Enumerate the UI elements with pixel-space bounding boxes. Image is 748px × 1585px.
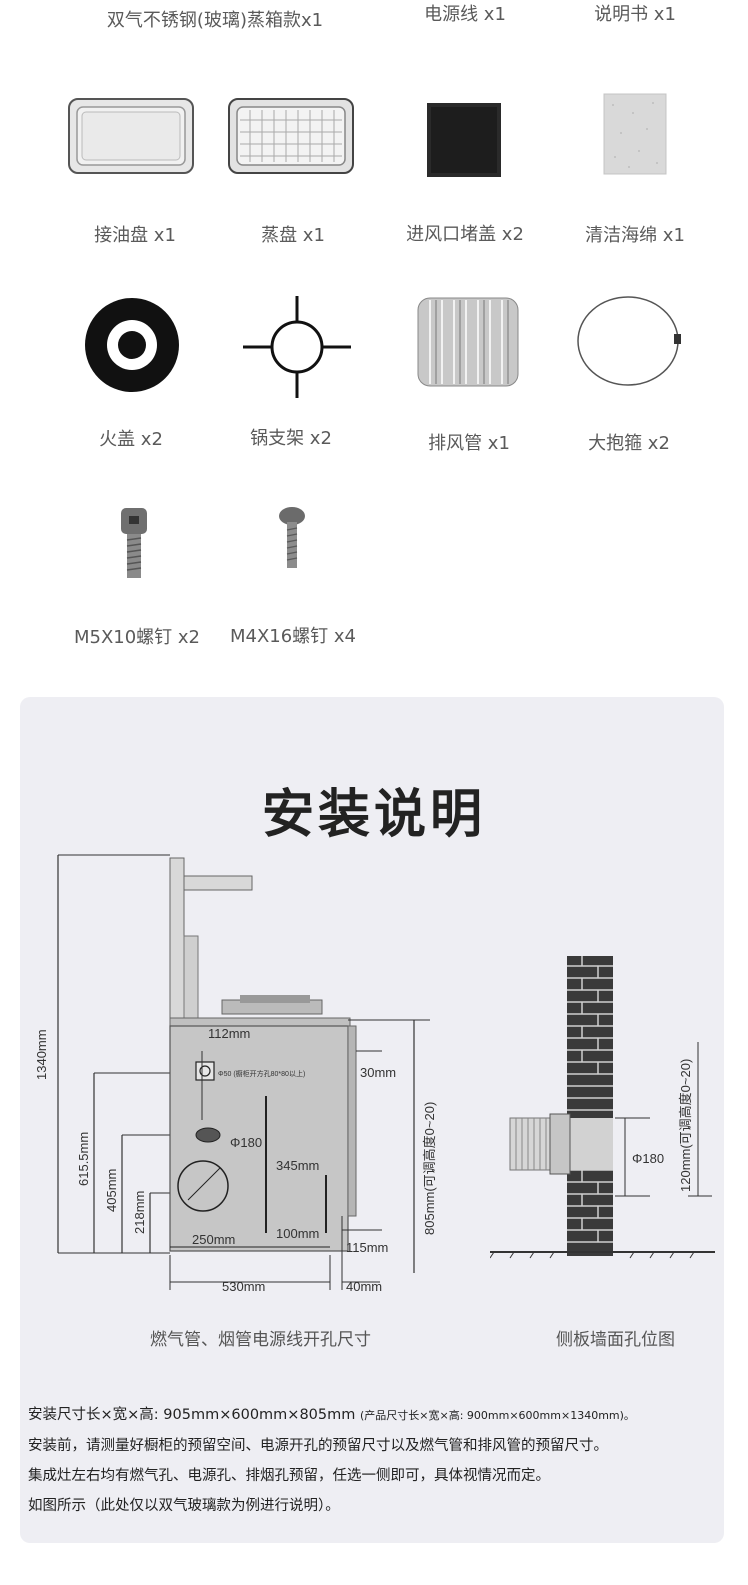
wall-hole-diagram: Φ180 120mm(可调高度0~20): [490, 956, 715, 1259]
dim-250: 250mm: [192, 1232, 235, 1247]
install-notes: 安装尺寸长×宽×高: 905mm×600mm×805mm (产品尺寸长×宽×高:…: [28, 1400, 728, 1521]
burner-cap-icon: [85, 298, 179, 392]
steam-tray-icon: [228, 98, 354, 174]
dim-805: 805mm(可调高度0~20): [422, 1102, 437, 1235]
stove-dimension-diagram: 1340mm 615.5mm 405mm 218mm 112mm 30mm Φ5…: [34, 854, 437, 1294]
pipe-clamp-icon: [577, 296, 681, 386]
dim-345: 345mm: [276, 1158, 319, 1173]
caption-right: 侧板墙面孔位图: [556, 1330, 675, 1350]
accessory-label-steamer: 双气不锈钢(玻璃)蒸箱款x1: [106, 10, 324, 31]
pot-support-icon: [243, 296, 351, 398]
accessory-label-m4-screw: M4X16螺钉 x4: [229, 626, 357, 647]
exhaust-pipe-icon: [417, 297, 519, 387]
oil-tray-icon: [68, 98, 194, 174]
dim-530: 530mm: [222, 1279, 265, 1294]
dim-40: 40mm: [346, 1279, 382, 1294]
note-line-4: 如图所示（此处仅以双气玻璃款为例进行说明）。: [28, 1498, 340, 1514]
accessory-label-steam-tray: 蒸盘 x1: [261, 225, 325, 246]
dim-218: 218mm: [132, 1191, 147, 1234]
note-line-1-small: (产品尺寸长×宽×高: 900mm×600mm×1340mm)。: [359, 1409, 635, 1422]
note-line-1: 安装尺寸长×宽×高: 905mm×600mm×805mm (产品尺寸长×宽×高:…: [28, 1400, 728, 1431]
caption-left: 燃气管、烟管电源线开孔尺寸: [150, 1330, 371, 1350]
note-line-3: 集成灶左右均有燃气孔、电源孔、排烟孔预留，任选一侧即可，具体视情况而定。: [28, 1468, 550, 1484]
accessory-label-m5-screw: M5X10螺钉 x2: [73, 627, 201, 648]
install-title: 安装说明: [261, 785, 486, 845]
m4-screw-icon: [279, 507, 305, 568]
accessory-label-power-cord: 电源线 x1: [424, 4, 506, 25]
accessory-label-exhaust-pipe: 排风管 x1: [428, 433, 510, 454]
accessory-label-inlet-cover: 进风口堵盖 x2: [406, 224, 524, 245]
accessory-label-pot-support: 锅支架 x2: [250, 428, 332, 449]
accessory-label-clamp: 大抱箍 x2: [588, 433, 670, 454]
cleaning-sponge-icon: [603, 93, 667, 175]
dim-30: 30mm: [360, 1065, 396, 1080]
dim-side-120: 120mm(可调高度0~20): [678, 1059, 693, 1192]
note-line-2: 安装前，请测量好橱柜的预留空间、电源开孔的预留尺寸以及燃气管和排风管的预留尺寸。: [28, 1438, 608, 1454]
dim-115: 115mm: [346, 1240, 388, 1255]
dim-615: 615.5mm: [76, 1132, 91, 1186]
dim-1340: 1340mm: [34, 1029, 49, 1080]
accessory-label-sponge: 清洁海绵 x1: [585, 225, 685, 246]
dim-phi180: Φ180: [230, 1135, 262, 1150]
accessory-label-burner-cap: 火盖 x2: [99, 429, 163, 450]
accessory-label-oil-tray: 接油盘 x1: [94, 225, 176, 246]
dim-side-phi180: Φ180: [632, 1151, 664, 1166]
note-line-1-main: 安装尺寸长×宽×高: 905mm×600mm×805mm: [28, 1407, 356, 1423]
inlet-cover-icon: [427, 103, 501, 177]
m5-screw-icon: [121, 508, 147, 578]
accessory-label-manual: 说明书 x1: [594, 4, 676, 25]
dim-phi50: Φ50 (橱柜开方孔80*80以上): [218, 1069, 305, 1078]
dim-112: 112mm: [208, 1026, 250, 1041]
dim-100: 100mm: [276, 1226, 319, 1241]
dim-405: 405mm: [104, 1169, 119, 1212]
